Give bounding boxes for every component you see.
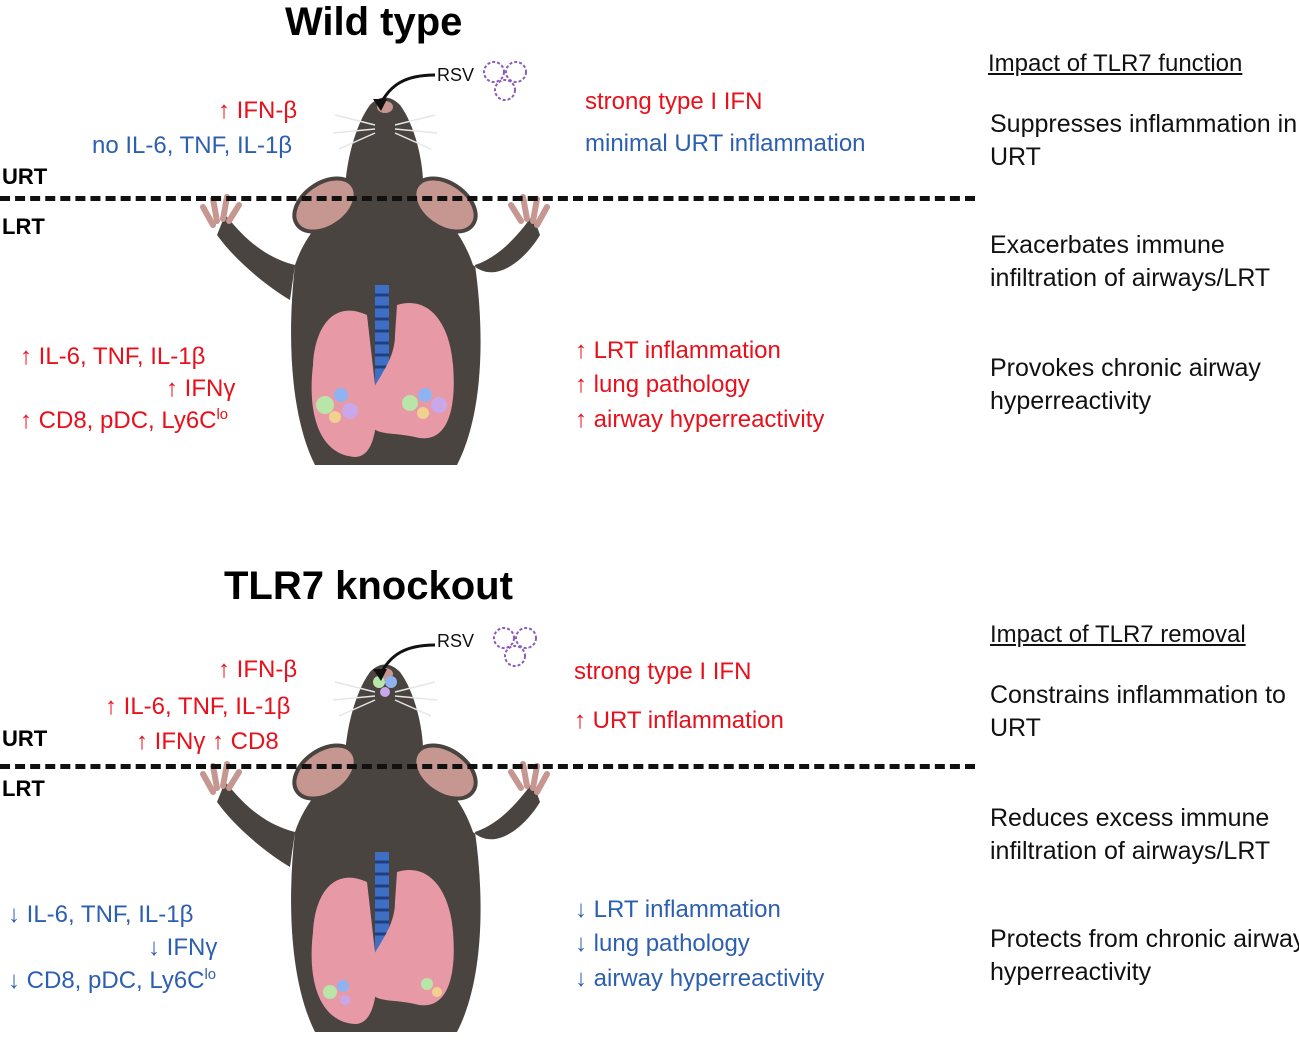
urt-lrt-divider xyxy=(0,764,975,769)
impact-heading: Impact of TLR7 removal xyxy=(990,621,1246,648)
urt-label: URT xyxy=(2,164,48,189)
urt-marker-line-2: ↑ IL-6, TNF, IL-1β xyxy=(105,693,291,720)
mouse-illustration xyxy=(200,664,550,1032)
urt-marker-line-2: no IL-6, TNF, IL-1β xyxy=(92,132,293,159)
impact-infiltration: Exacerbates immune infiltration of airwa… xyxy=(990,231,1271,292)
urt-summary-line-1: strong type I IFN xyxy=(585,88,763,115)
lrt-summary-line-3: ↑ airway hyperreactivity xyxy=(575,406,825,433)
lrt-marker-line-3: ↑ CD8, pDC, Ly6Clo xyxy=(20,407,229,434)
lrt-marker-line-3: ↓ CD8, pDC, Ly6Clo xyxy=(8,967,217,994)
immune-cells-icon xyxy=(316,388,447,423)
lrt-summary-line-1: ↓ LRT inflammation xyxy=(575,896,781,923)
impact-heading: Impact of TLR7 function xyxy=(988,50,1243,77)
immune-cells-icon xyxy=(323,978,442,1005)
lrt-marker-line-2: ↑ IFNγ xyxy=(166,375,236,402)
urt-summary-line-2: ↑ URT inflammation xyxy=(574,707,784,734)
lrt-summary-line-1: ↑ LRT inflammation xyxy=(575,337,781,364)
virus-label: RSV xyxy=(437,65,475,85)
urt-marker-line-3: ↑ IFNγ ↑ CD8 xyxy=(136,728,279,755)
lrt-summary-line-2: ↑ lung pathology xyxy=(575,371,750,398)
lrt-marker-line-2: ↓ IFNγ xyxy=(148,934,218,961)
impact-urt: Constrains inflammation to URT xyxy=(990,681,1286,742)
impact-hyperreactivity: Protects from chronic airway hyperreacti… xyxy=(990,925,1299,986)
impact-hyperreactivity: Provokes chronic airway hyperreactivity xyxy=(990,354,1261,415)
virus-icon xyxy=(493,627,537,667)
arrow-icon xyxy=(373,73,436,111)
urt-lrt-divider xyxy=(0,196,975,201)
urt-marker-line-1: ↑ IFN-β xyxy=(218,97,298,124)
lrt-summary-line-3: ↓ airway hyperreactivity xyxy=(575,965,825,992)
panel-title: Wild type xyxy=(285,0,463,44)
mouse-illustration xyxy=(200,97,550,465)
lrt-label: LRT xyxy=(2,776,45,801)
lrt-summary-line-2: ↓ lung pathology xyxy=(575,930,750,957)
lrt-label: LRT xyxy=(2,214,45,239)
panel-title: TLR7 knockout xyxy=(224,564,513,608)
virus-label: RSV xyxy=(437,631,475,651)
lrt-marker-line-1: ↑ IL-6, TNF, IL-1β xyxy=(20,343,206,370)
impact-infiltration: Reduces excess immune infiltration of ai… xyxy=(990,804,1271,865)
urt-label: URT xyxy=(2,726,48,751)
urt-summary-line-1: strong type I IFN xyxy=(574,658,752,685)
arrow-icon xyxy=(373,643,436,681)
virus-icon xyxy=(483,61,527,101)
urt-marker-line-1: ↑ IFN-β xyxy=(218,656,298,683)
lrt-marker-line-1: ↓ IL-6, TNF, IL-1β xyxy=(8,901,194,928)
urt-summary-line-2: minimal URT inflammation xyxy=(585,130,866,157)
impact-urt: Suppresses inflammation in URT xyxy=(990,110,1298,171)
